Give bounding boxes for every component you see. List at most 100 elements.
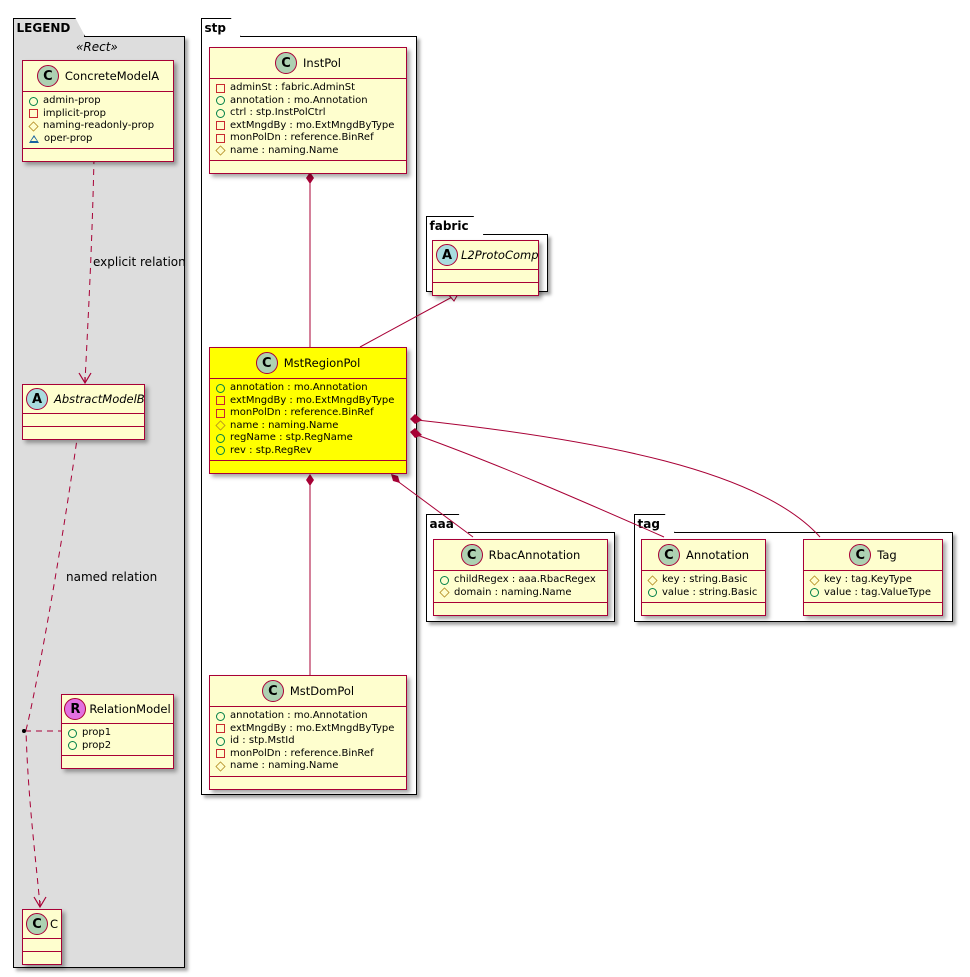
attribute-row: key : string.Basic [647,574,759,587]
package-legend: LEGEND [13,36,185,968]
package-stp-tab: stp [201,18,241,37]
methods-section [62,755,173,768]
attribute-row: key : tag.KeyType [809,574,936,587]
attribute-row: childRegex : aaa.RbacRegex [440,574,601,587]
class-name: ConcreteModelA [64,69,160,83]
class-inst-pol[interactable]: C InstPol adminSt : fabric.AdminSt annota… [209,47,407,174]
attribute-row: rev : stp.RegRev [216,445,400,458]
class-name: AbstractModelB [54,392,145,406]
package-aaa-tab: aaa [426,514,469,533]
public-visibility-icon [216,96,225,106]
attribute-row: name : naming.Name [215,145,400,158]
package-fabric-tab: fabric [426,216,484,235]
class-name: MstDomPol [289,684,355,698]
attribute-row: ctrl : stp.InstPolCtrl [216,107,400,120]
private-visibility-icon [216,83,225,93]
public-visibility-icon [216,446,225,456]
methods-section [23,148,173,161]
class-abstract-model-b[interactable]: A AbstractModelB [22,384,145,440]
package-visibility-icon [29,134,39,143]
class-mst-dom-pol[interactable]: C MstDomPol annotation : mo.Annotation ex… [209,675,407,790]
methods-section [210,160,406,173]
package-tag-tab: tag [634,514,675,533]
attribute-row: monPolDn : reference.BinRef [216,407,400,420]
public-visibility-icon [29,96,38,106]
public-visibility-icon [216,711,225,721]
private-visibility-icon [216,724,225,734]
class-name: C [50,917,59,931]
attributes-section: key : string.Basic value : string.Basic [642,570,765,602]
public-visibility-icon [440,575,449,585]
attribute-row: name : naming.Name [215,760,400,773]
class-type-icon: C [275,52,298,74]
attribute-row: name : naming.Name [215,420,400,433]
methods-section [433,282,538,295]
private-visibility-icon [216,749,225,759]
methods-section [23,951,61,964]
methods-section [642,602,765,615]
protected-visibility-icon [809,575,820,586]
attributes-section [23,413,144,426]
edge-mstregionpol-tag [416,419,821,538]
attribute-row: adminSt : fabric.AdminSt [216,82,400,95]
attributes-section: annotation : mo.Annotation extMngdBy : m… [210,706,406,776]
protected-visibility-icon [647,575,658,586]
attributes-section: childRegex : aaa.RbacRegex domain : nami… [434,570,607,602]
attribute-row: value : tag.ValueType [810,587,936,600]
attribute-row: naming-readonly-prop [28,120,167,133]
methods-section [23,426,144,439]
class-type-icon: C [261,680,284,702]
legend-stereotype: «Rect» [76,40,118,54]
attribute-row: implicit-prop [29,108,167,121]
private-visibility-icon [216,408,225,418]
attribute-row: admin-prop [29,95,167,108]
public-visibility-icon [216,108,225,118]
class-type-icon: C [26,913,48,935]
attribute-row: annotation : mo.Annotation [216,95,400,108]
methods-section [804,602,942,615]
attribute-row: annotation : mo.Annotation [216,382,400,395]
attribute-row: oper-prop [29,133,167,146]
attribute-row: prop1 [68,727,167,740]
protected-visibility-icon [28,121,39,132]
attribute-row: value : string.Basic [648,587,759,600]
public-visibility-icon [216,433,225,443]
public-visibility-icon [216,383,225,393]
attribute-row: extMngdBy : mo.ExtMngdByType [216,395,400,408]
attribute-row: domain : naming.Name [439,587,601,600]
class-name: InstPol [303,56,341,70]
class-name: L2ProtoComp [461,248,539,262]
attributes-section: prop1 prop2 [62,723,173,755]
package-legend-tab: LEGEND [13,18,86,37]
attributes-section: key : tag.KeyType value : tag.ValueType [804,570,942,602]
methods-section [210,460,406,473]
attributes-section: adminSt : fabric.AdminSt annotation : mo… [210,78,406,160]
class-name: Tag [877,548,897,562]
protected-visibility-icon [215,145,226,156]
public-visibility-icon [68,741,77,751]
attribute-row: monPolDn : reference.BinRef [216,748,400,761]
public-visibility-icon [68,728,77,738]
class-name: RbacAnnotation [488,548,581,562]
public-visibility-icon [810,588,819,598]
class-name: RelationModel [89,702,171,716]
attributes-section: admin-prop implicit-prop naming-readonly… [23,91,173,148]
attribute-row: id : stp.MstId [216,735,400,748]
public-visibility-icon [216,736,225,746]
protected-visibility-icon [439,587,450,598]
attribute-row: extMngdBy : mo.ExtMngdByType [216,120,400,133]
attribute-row: prop2 [68,740,167,753]
public-visibility-icon [648,588,657,598]
methods-section [434,602,607,615]
class-type-icon: C [255,352,278,374]
abstract-type-icon: A [26,388,48,410]
named-relation-label: named relation [66,570,158,584]
